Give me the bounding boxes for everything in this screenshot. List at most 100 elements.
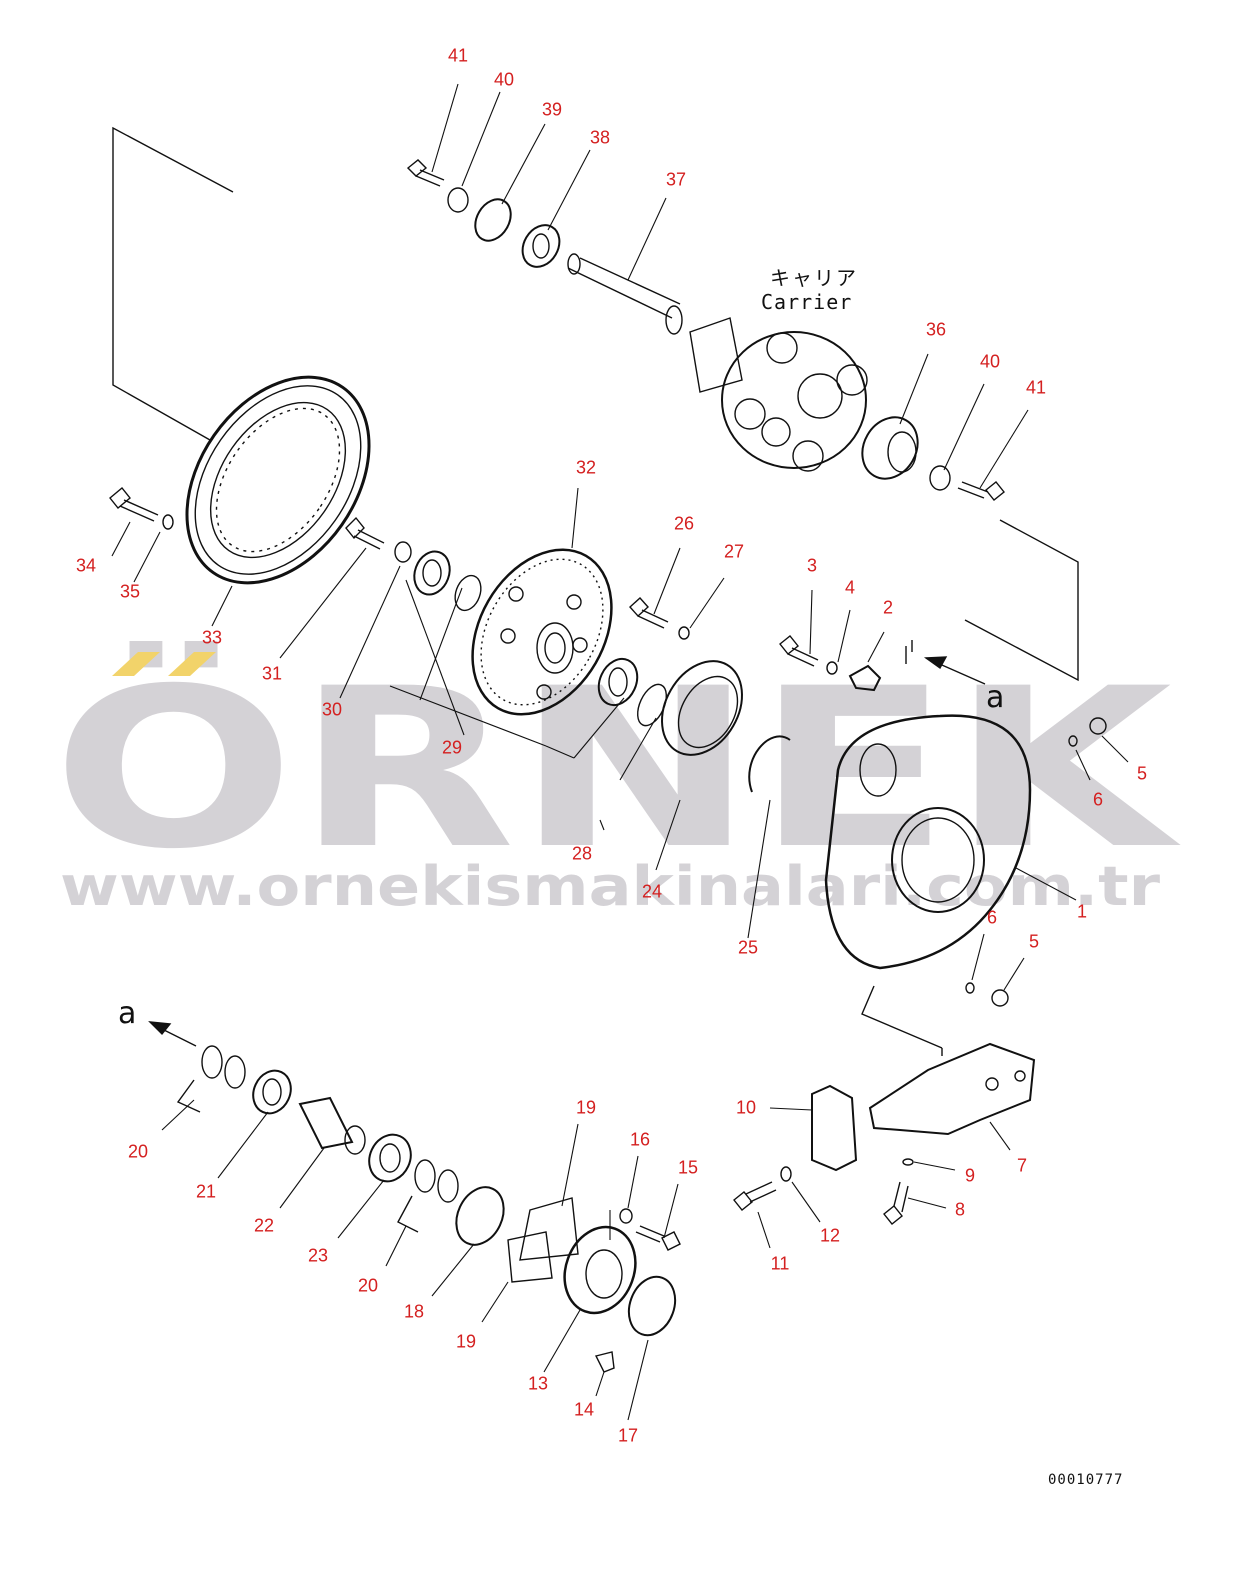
- view-marker-left: a: [118, 996, 137, 1031]
- pin-37: [567, 253, 683, 335]
- plug-14: [594, 1351, 615, 1373]
- part-label-6-top: 6: [1092, 789, 1104, 810]
- part-label-25: 25: [737, 937, 759, 958]
- part-label-19-bottom: 19: [455, 1331, 477, 1352]
- part-label-21: 21: [195, 1181, 217, 1202]
- watermark-accent-right: [168, 652, 216, 676]
- housing-1: [824, 640, 1032, 970]
- part-label-39: 39: [541, 99, 563, 120]
- shim-19: [507, 1197, 579, 1283]
- part-label-32: 32: [575, 457, 597, 478]
- washer-9: [902, 1158, 914, 1166]
- part-label-37: 37: [665, 169, 687, 190]
- bearing-36: [861, 416, 919, 480]
- cage-13: [563, 1225, 637, 1315]
- part-label-40-right: 40: [979, 351, 1001, 372]
- drawing-code: 00010777: [1048, 1472, 1124, 1488]
- washer-27: [678, 626, 690, 640]
- part-label-28: 28: [571, 843, 593, 864]
- part-label-20-right: 20: [357, 1275, 379, 1296]
- bracket-line-left: [112, 126, 234, 441]
- part-label-9: 9: [964, 1165, 976, 1186]
- part-label-30: 30: [321, 699, 343, 720]
- part-label-31: 31: [261, 663, 283, 684]
- part-label-1: 1: [1076, 901, 1088, 922]
- arrow-a-left-head: [148, 1021, 172, 1036]
- bearing-29: [413, 550, 451, 596]
- bolt-31: [345, 516, 385, 550]
- carrier-assembly: [689, 317, 868, 472]
- washer-30: [394, 541, 412, 563]
- carrier-label-jp: キャリア: [770, 266, 858, 290]
- bracket-7: [868, 1042, 1036, 1136]
- part-label-40-top: 40: [493, 69, 515, 90]
- part-label-17: 17: [617, 1425, 639, 1446]
- bracket-line-right: [964, 519, 1079, 682]
- part-label-18: 18: [403, 1301, 425, 1322]
- part-label-14: 14: [573, 1399, 595, 1420]
- part-label-5-bottom: 5: [1028, 931, 1040, 952]
- plug-2: [848, 664, 882, 692]
- plate-10: [811, 1084, 858, 1172]
- oring-17: [627, 1275, 677, 1337]
- watermark-brand: ÖRNEK: [52, 641, 1182, 897]
- bearing-21: [252, 1069, 292, 1115]
- shim-20c: [414, 1159, 436, 1193]
- bearing-23: [368, 1133, 412, 1183]
- part-label-29: 29: [441, 737, 463, 758]
- arrow-a-top-head: [923, 656, 948, 670]
- bearing-38: [521, 224, 561, 268]
- part-label-27: 27: [723, 541, 745, 562]
- part-label-23: 23: [307, 1245, 329, 1266]
- leader-lines: [111, 83, 1129, 1421]
- part-label-15: 15: [677, 1157, 699, 1178]
- part-label-22: 22: [253, 1215, 275, 1236]
- shim-link-20b: [397, 1195, 419, 1233]
- oring-18: [455, 1186, 505, 1246]
- plug-5-top: [1089, 717, 1107, 735]
- ring-gear-33: [185, 375, 371, 585]
- shim-20b: [224, 1055, 246, 1089]
- part-label-35: 35: [119, 581, 141, 602]
- ring-28a: [454, 574, 482, 612]
- hub-32: [471, 548, 613, 716]
- part-label-20-left: 20: [127, 1141, 149, 1162]
- bolt-3: [779, 635, 819, 667]
- bolt-34: [109, 487, 159, 522]
- part-label-13: 13: [527, 1373, 549, 1394]
- washer-12: [780, 1166, 792, 1182]
- part-label-4: 4: [844, 577, 856, 598]
- washer-4: [826, 661, 838, 675]
- pinion-22: [298, 1096, 366, 1155]
- part-label-3: 3: [806, 555, 818, 576]
- part-label-16: 16: [629, 1129, 651, 1150]
- part-label-41-right: 41: [1025, 377, 1047, 398]
- part-label-12: 12: [819, 1225, 841, 1246]
- part-label-33: 33: [201, 627, 223, 648]
- part-label-36: 36: [925, 319, 947, 340]
- bolt-41-top: [406, 159, 445, 187]
- part-label-10: 10: [735, 1097, 757, 1118]
- bolt-8: [883, 1181, 909, 1225]
- shim-link-20a: [176, 1079, 201, 1113]
- part-label-8: 8: [954, 1199, 966, 1220]
- part-label-2: 2: [882, 597, 894, 618]
- view-marker-top: a: [986, 680, 1005, 715]
- part-label-38: 38: [589, 127, 611, 148]
- part-label-41-top: 41: [447, 45, 469, 66]
- plate-40-right: [929, 465, 951, 491]
- washer-35: [162, 514, 174, 530]
- plate-40-top: [447, 187, 469, 213]
- watermark-accent-left: [112, 652, 160, 676]
- part-label-6-bottom: 6: [986, 907, 998, 928]
- part-label-11: 11: [770, 1253, 790, 1274]
- bearing-28: [597, 657, 639, 707]
- bolt-41-right: [957, 481, 1005, 501]
- ring-39: [474, 198, 512, 242]
- part-label-7: 7: [1016, 1155, 1028, 1176]
- bolt-26: [629, 597, 669, 629]
- part-label-19-top: 19: [575, 1097, 597, 1118]
- snap-ring-25: [748, 735, 791, 793]
- part-label-34: 34: [75, 555, 97, 576]
- oring-6-top: [1068, 735, 1078, 747]
